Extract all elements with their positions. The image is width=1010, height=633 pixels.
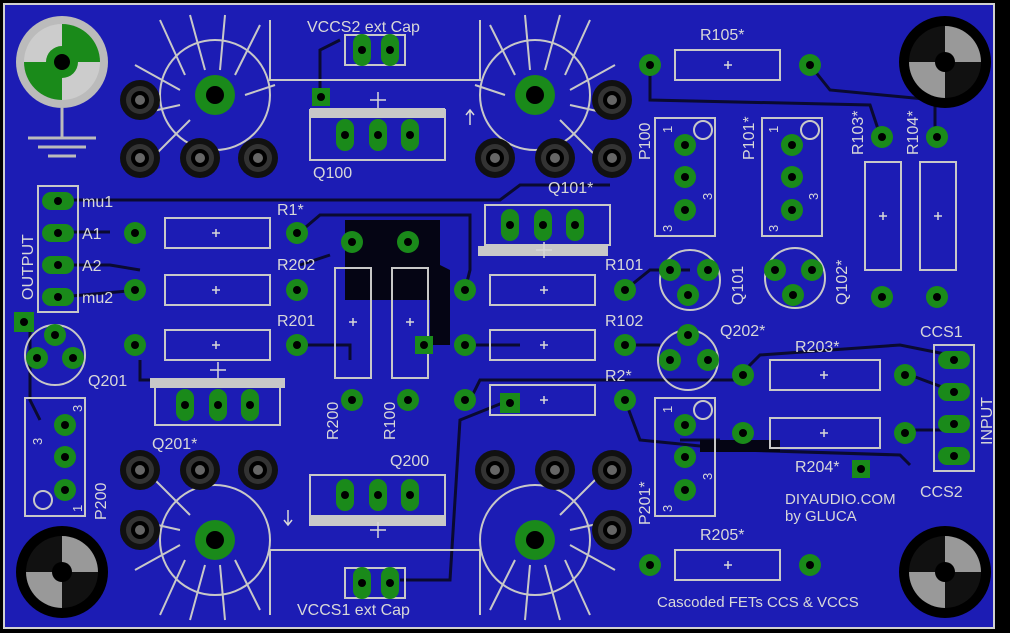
heatsink-icon <box>134 479 271 621</box>
label-r201: R201 <box>277 313 315 330</box>
label-r104: R104* <box>905 111 922 155</box>
pin-1: 1 <box>660 406 675 413</box>
heatsink-icon <box>479 479 616 621</box>
label-ccs2: CCS2 <box>920 484 963 501</box>
label-r205: R205* <box>700 527 744 544</box>
label-mu1: mu1 <box>82 194 113 211</box>
transistor-icon <box>150 108 608 525</box>
label-q101s: Q101* <box>548 180 593 197</box>
mounting-hole-icon <box>16 16 108 108</box>
pin-3: 3 <box>766 225 781 232</box>
label-r203: R203* <box>795 339 839 356</box>
trimmer-pot-icon <box>654 397 716 517</box>
board-title: Cascoded FETs CCS & VCCS <box>657 594 859 611</box>
credit-site: DIYAUDIO.COM <box>785 491 896 508</box>
pin-3: 3 <box>700 473 715 480</box>
label-p200: P200 <box>93 483 110 520</box>
copper-pour <box>700 440 780 452</box>
label-p101: P101* <box>741 116 758 160</box>
pin-1: 1 <box>660 126 675 133</box>
pin-3: 3 <box>660 225 675 232</box>
resistor-icon <box>164 49 881 581</box>
label-r1: R1* <box>277 202 304 219</box>
label-q102: Q102* <box>834 260 851 305</box>
pin-3: 3 <box>660 505 675 512</box>
label-q202: Q202* <box>720 323 765 340</box>
label-r200: R200 <box>325 402 342 440</box>
transistor-icon <box>764 247 826 309</box>
label-mu2: mu2 <box>82 290 113 307</box>
label-p100: P100 <box>637 123 654 160</box>
label-r100: R100 <box>382 402 399 440</box>
trimmer-pot-icon <box>761 117 823 237</box>
connector-icon <box>933 344 975 472</box>
label-r101: R101 <box>605 257 643 274</box>
copper-pour <box>345 220 450 345</box>
label-input: INPUT <box>979 397 996 445</box>
label-r105: R105* <box>700 27 744 44</box>
pin-3: 3 <box>806 193 821 200</box>
pin-3: 3 <box>70 405 85 412</box>
ground-symbol-icon <box>28 108 96 158</box>
transistor-icon <box>659 249 721 311</box>
trimmer-pot-icon <box>654 117 716 237</box>
connector-icon <box>37 185 79 313</box>
label-r103: R103* <box>850 111 867 155</box>
heatsink-pads <box>120 75 632 560</box>
label-q101: Q101 <box>730 266 747 305</box>
label-q201: Q201 <box>88 373 127 390</box>
label-a1: A1 <box>82 226 102 243</box>
label-r202: R202 <box>277 257 315 274</box>
pin-1: 1 <box>766 126 781 133</box>
label-r204: R204* <box>795 459 839 476</box>
label-q200: Q200 <box>390 453 429 470</box>
label-r2: R2* <box>605 368 632 385</box>
mounting-hole-icon <box>899 16 991 108</box>
resistor-icon <box>334 161 957 379</box>
label-ccs1: CCS1 <box>920 324 963 341</box>
heatsink-icon <box>474 14 616 156</box>
trimmer-pot-icon <box>24 397 86 517</box>
credit-author: by GLUCA <box>785 508 857 525</box>
label-q100: Q100 <box>313 165 352 182</box>
label-output: OUTPUT <box>20 234 37 300</box>
label-r102: R102 <box>605 313 643 330</box>
mounting-hole-icon <box>16 526 108 618</box>
heatsink-icon <box>134 14 276 156</box>
label-a2: A2 <box>82 258 102 275</box>
label-q201s: Q201* <box>152 436 197 453</box>
label-vccs2: VCCS2 ext Cap <box>307 19 420 36</box>
label-p201: P201* <box>637 481 654 525</box>
pin-1: 1 <box>70 505 85 512</box>
label-vccs1: VCCS1 ext Cap <box>297 602 410 619</box>
pin-3: 3 <box>700 193 715 200</box>
mounting-hole-icon <box>899 526 991 618</box>
pin-3: 3 <box>30 438 45 445</box>
